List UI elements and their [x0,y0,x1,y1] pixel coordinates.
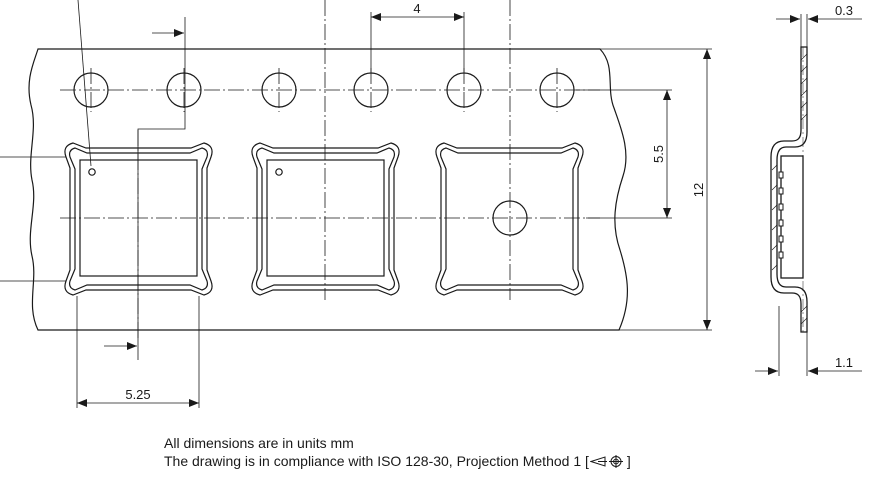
side-section-view [770,46,808,333]
section-cut-line [137,17,186,360]
cavity-width-label: 5.25 [125,387,150,402]
pocket [64,142,213,296]
pocket [435,142,584,296]
thickness-label: 0.3 [835,3,853,18]
center-lines [60,0,600,340]
center-offset-label: 5.5 [651,145,666,163]
standard-note-close: ] [626,453,631,469]
drawing-notes: All dimensions are in units mm The drawi… [164,434,631,470]
component-body [780,155,804,279]
standard-note-text: The drawing is in compliance with ISO 12… [164,453,589,469]
tape-outline [28,48,628,331]
standard-note: The drawing is in compliance with ISO 12… [164,452,631,470]
pin1-leader [77,0,92,167]
pocket [251,142,400,296]
tape-width-label: 12 [691,183,706,197]
first-angle-projection-icon [589,455,623,468]
pin1-marker [275,168,283,176]
pin1-marker [88,168,96,176]
units-note: All dimensions are in units mm [164,435,354,451]
depth-label: 1.1 [835,355,853,370]
pitch-label: 4 [413,1,420,16]
